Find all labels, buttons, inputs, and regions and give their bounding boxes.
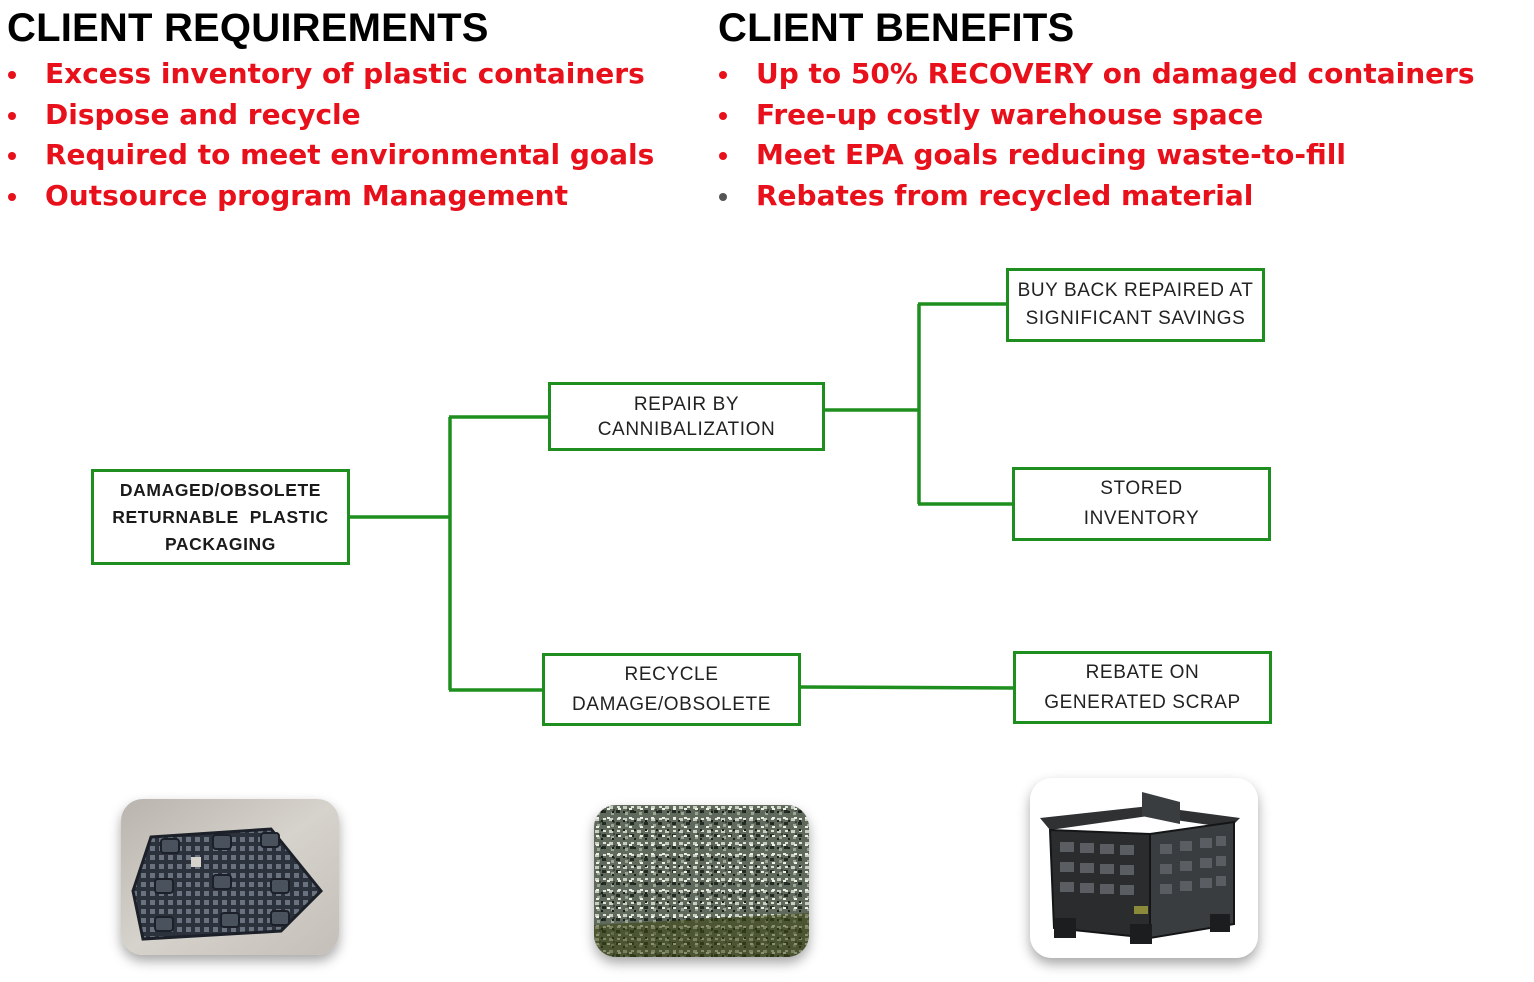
rebate-box-text: REBATE ON GENERATED SCRAP	[1044, 658, 1241, 718]
stored-line: STORED	[1100, 478, 1183, 499]
source-line: DAMAGED/OBSOLETE	[119, 479, 322, 500]
repair-box-text: REPAIR BY CANNIBALIZATION	[598, 392, 776, 442]
recycle-box: RECYCLE DAMAGE/OBSOLETE	[542, 653, 801, 726]
source-box: DAMAGED/OBSOLETE RETURNABLE PLASTIC PACK…	[91, 469, 350, 565]
requirement-text: Dispose and recycle	[45, 97, 361, 131]
list-item: Free-up costly warehouse space	[718, 95, 1475, 136]
buyback-box-text: BUY BACK REPAIRED AT SIGNIFICANT SAVINGS	[1018, 277, 1254, 333]
list-item: Dispose and recycle	[7, 95, 654, 136]
rebate-line: GENERATED SCRAP	[1044, 691, 1241, 713]
requirements-list: Excess inventory of plastic containers D…	[7, 54, 654, 217]
repair-line: CANNIBALIZATION	[597, 418, 776, 440]
stored-box: STORED INVENTORY	[1012, 467, 1271, 541]
bullet-icon	[719, 111, 727, 120]
bullet-icon	[8, 152, 16, 161]
stored-box-text: STORED INVENTORY	[1084, 474, 1200, 534]
list-item: Up to 50% RECOVERY on damaged containers	[718, 54, 1475, 95]
recycle-line: DAMAGE/OBSOLETE	[571, 693, 772, 715]
benefit-text: Up to 50% RECOVERY on damaged containers	[756, 57, 1475, 90]
source-line: RETURNABLE PLASTIC	[112, 506, 329, 527]
pallet-photo	[121, 799, 339, 955]
buyback-box: BUY BACK REPAIRED AT SIGNIFICANT SAVINGS	[1006, 268, 1265, 342]
recycle-box-text: RECYCLE DAMAGE/OBSOLETE	[572, 660, 771, 720]
list-item: Rebates from recycled material	[718, 176, 1475, 217]
bulk-container-photo	[1030, 778, 1258, 958]
regrind-photo	[594, 805, 809, 957]
requirement-text: Excess inventory of plastic containers	[45, 57, 645, 90]
bullet-icon	[8, 193, 16, 202]
bullet-icon	[719, 71, 727, 79]
bulk-container-image	[1030, 778, 1258, 958]
bullet-icon	[8, 111, 16, 120]
regrind-image	[594, 805, 809, 957]
repair-box: REPAIR BY CANNIBALIZATION	[548, 382, 825, 451]
requirements-title: CLIENT REQUIREMENTS	[7, 6, 489, 50]
benefit-text: Free-up costly warehouse space	[756, 97, 1264, 131]
requirement-text: Outsource program Management	[45, 179, 568, 213]
list-item: Outsource program Management	[7, 176, 654, 217]
source-box-text: DAMAGED/OBSOLETE RETURNABLE PLASTIC PACK…	[112, 477, 329, 558]
pallet-image	[121, 799, 339, 955]
recycle-line: RECYCLE	[624, 663, 719, 685]
requirement-text: Required to meet environmental goals	[45, 138, 655, 172]
list-item: Excess inventory of plastic containers	[7, 54, 654, 95]
rebate-line: REBATE ON	[1085, 661, 1200, 683]
bullet-icon	[719, 193, 727, 202]
buyback-line: BUY BACK REPAIRED AT	[1017, 280, 1254, 301]
bullet-icon	[719, 152, 727, 161]
benefit-text: Rebates from recycled material	[756, 179, 1254, 213]
repair-line: REPAIR BY	[633, 393, 740, 415]
connector-recycle-to-rebate	[798, 685, 1016, 690]
benefits-title: CLIENT BENEFITS	[718, 6, 1075, 50]
source-line: PACKAGING	[164, 533, 277, 554]
list-item: Required to meet environmental goals	[7, 135, 654, 176]
benefit-text: Meet EPA goals reducing waste-to-fill	[756, 138, 1346, 172]
benefits-list: Up to 50% RECOVERY on damaged containers…	[718, 54, 1475, 217]
list-item: Meet EPA goals reducing waste-to-fill	[718, 135, 1475, 176]
stored-line: INVENTORY	[1083, 508, 1200, 529]
bullet-icon	[8, 71, 16, 79]
buyback-line: SIGNIFICANT SAVINGS	[1025, 308, 1246, 329]
rebate-box: REBATE ON GENERATED SCRAP	[1013, 651, 1272, 724]
